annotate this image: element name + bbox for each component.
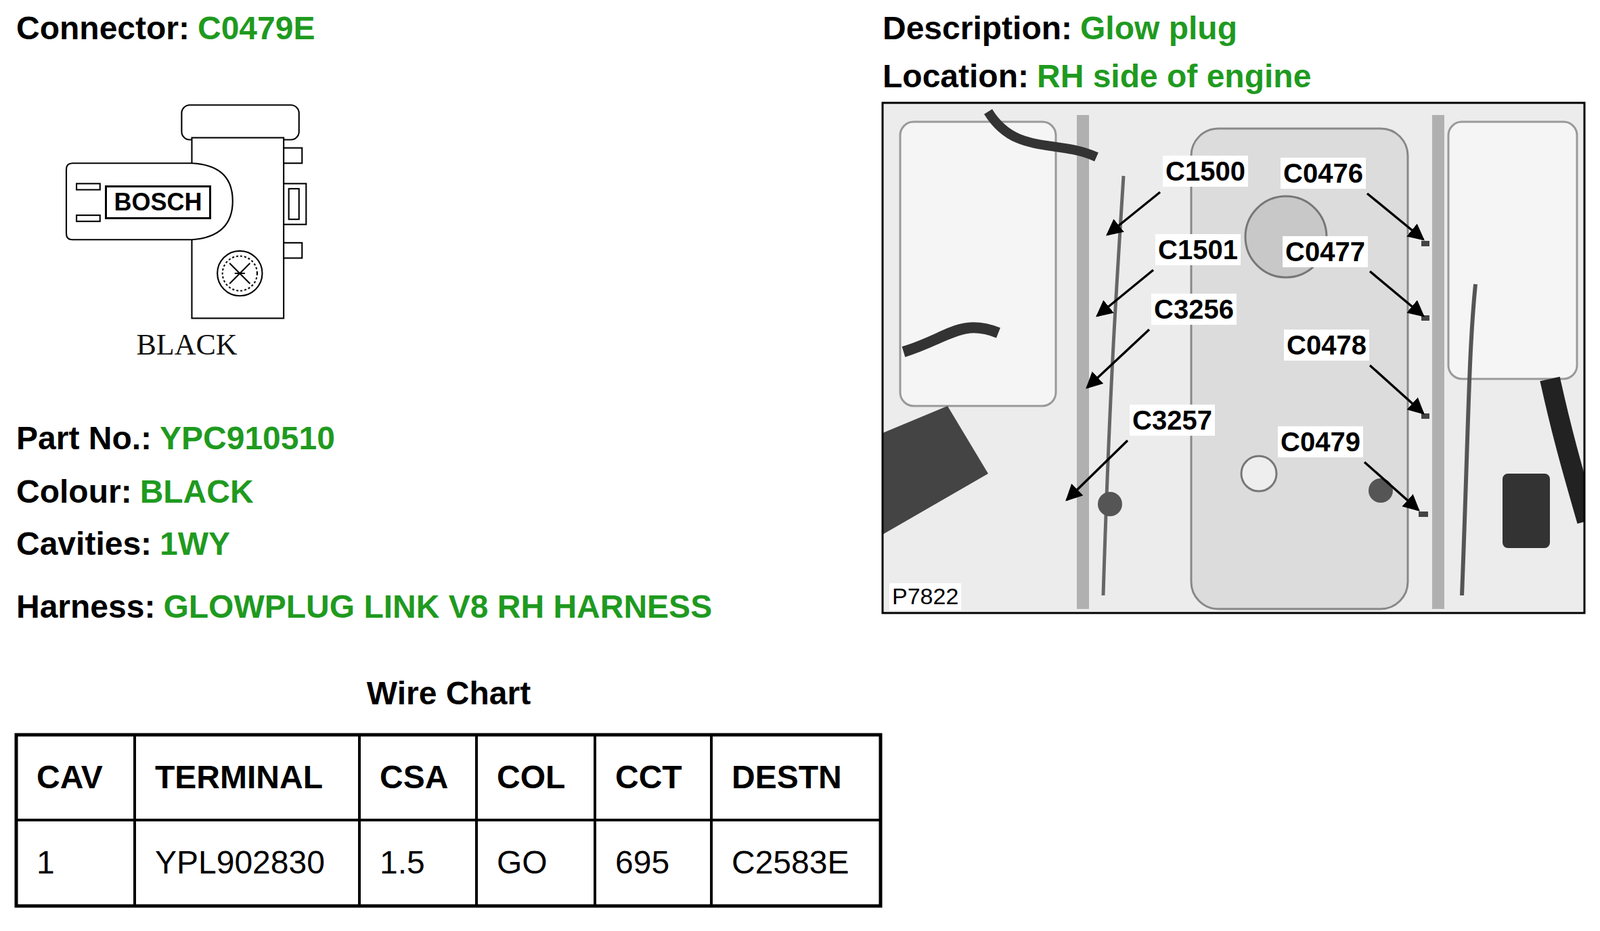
cylinder-head (900, 121, 1056, 407)
connector-badge (229, 263, 250, 284)
leader-arrow (1369, 271, 1424, 317)
hose (988, 111, 1097, 158)
air-duct (882, 406, 989, 535)
connector-pin (283, 183, 306, 225)
field-value: YPC910510 (159, 419, 336, 457)
connector-badge (217, 251, 262, 296)
table-header: CSA (379, 758, 449, 796)
table-rule (133, 735, 137, 907)
cylinder-head (1448, 121, 1577, 380)
image-code: P7822 (889, 583, 962, 610)
leader-arrow (1364, 462, 1419, 511)
field-value: GLOWPLUG LINK V8 RH HARNESS (163, 588, 713, 626)
table-cell: GO (496, 843, 548, 882)
connector-slot (76, 183, 101, 190)
table-rule (475, 735, 478, 907)
fuel-rail (1432, 115, 1445, 610)
connector-pin (283, 242, 302, 259)
connector-tab (181, 104, 299, 140)
connector-id: C0479E (197, 9, 315, 47)
fuel-rail (1076, 115, 1090, 610)
harness-wire (1461, 284, 1476, 596)
connector-badge (222, 255, 258, 291)
table-header: CCT (615, 758, 683, 796)
field-key: Description: (882, 9, 1073, 47)
field-value: BLACK (140, 473, 254, 511)
callout-label: C3256 (1151, 293, 1237, 325)
hose (903, 327, 999, 352)
table-header: COL (496, 758, 566, 796)
leader-arrow (1367, 193, 1424, 240)
table-rule (16, 818, 881, 822)
connector-drawing (66, 104, 306, 319)
connector-slot (76, 215, 101, 222)
callout-label: C1501 (1155, 234, 1241, 266)
leader-arrow (1097, 270, 1154, 317)
callout-label: C0478 (1283, 329, 1370, 361)
field-key: Cavities: (16, 525, 152, 563)
table-header: DESTN (731, 758, 842, 796)
leader-arrow (1086, 329, 1150, 388)
table-cell: YPL902830 (154, 843, 325, 882)
brand-text: BOSCH (113, 188, 202, 216)
field-key: Harness: (16, 588, 155, 626)
leader-arrow (1066, 440, 1128, 501)
table-title: Wire Chart (366, 674, 531, 713)
bolt-boss (1241, 456, 1277, 492)
table-cell: 695 (615, 843, 670, 882)
table-rule (358, 735, 361, 907)
callout-label: C0476 (1280, 157, 1366, 189)
callout-label: C0477 (1282, 236, 1368, 268)
table-border (16, 735, 881, 907)
table-header: CAV (36, 758, 103, 796)
connector-housing (66, 163, 233, 240)
photo-frame (882, 102, 1585, 614)
brand-box: BOSCH (104, 185, 212, 220)
field-key: Connector: (16, 9, 190, 47)
callout-label: C0479 (1277, 426, 1364, 458)
field-key: Part No.: (16, 419, 152, 457)
leader-arrow (1107, 192, 1161, 235)
connector-pin (289, 188, 300, 220)
wire-chart-table (16, 735, 881, 907)
air-duct (1549, 379, 1585, 522)
field-key: Colour: (16, 473, 132, 511)
callout-label: C1500 (1162, 155, 1249, 187)
leader-arrow (1369, 365, 1424, 414)
field-value: RH side of engine (1036, 57, 1311, 95)
drawing-caption: BLACK (136, 328, 237, 363)
table-rule (593, 735, 597, 907)
connector-pin (283, 148, 302, 164)
engine-illustration (882, 102, 1585, 614)
table-cell: 1 (36, 843, 55, 882)
field-value: 1WY (159, 525, 231, 563)
field-key: Location: (882, 57, 1029, 95)
knock-sensor (1097, 492, 1123, 517)
callout-label: C3257 (1129, 404, 1215, 436)
field-value: Glow plug (1080, 9, 1238, 47)
table-header: TERMINAL (154, 758, 323, 796)
knock-sensor (1368, 478, 1393, 503)
table-cell: 1.5 (379, 843, 426, 882)
harness-wire (1103, 175, 1124, 596)
table-cell: C2583E (731, 843, 849, 882)
leader-lines (1066, 192, 1424, 511)
glow-plug-connector (1418, 243, 1430, 515)
table-rule (709, 735, 713, 907)
photo-ground (882, 102, 1585, 614)
sensor-housing (1502, 473, 1550, 549)
